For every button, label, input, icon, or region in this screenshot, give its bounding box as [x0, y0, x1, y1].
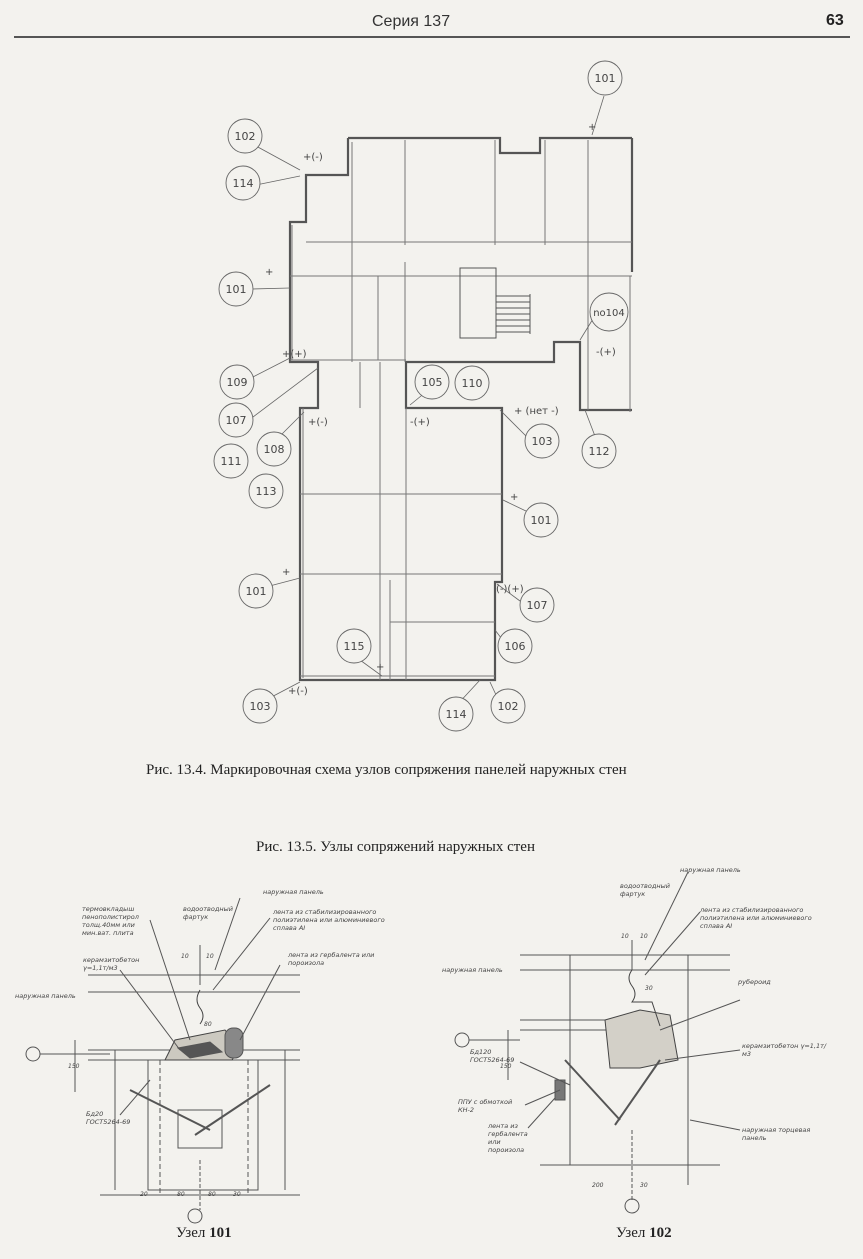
callout-labels: 101 102 114 101 no104 109 107 105 110 10…	[221, 72, 625, 721]
node-label-prefix: Узел	[616, 1225, 650, 1241]
note-tape: лента из стабилизированного полиэтилена …	[700, 906, 812, 930]
callout-107: 107	[226, 414, 247, 427]
sign-mark: +	[265, 267, 273, 278]
note-outer-panel-top: наружная панель	[680, 866, 741, 874]
callout-105: 105	[422, 376, 443, 389]
note-drip: водоотводный фартук	[620, 882, 670, 898]
note-insulation: термовкладыш пенополистирол толщ.40мм ил…	[82, 905, 139, 937]
dim-label: 10	[621, 933, 629, 940]
dim-label: 30	[645, 985, 653, 992]
dim-label: 30	[233, 1191, 241, 1198]
note-bolt: Бд120 ГОСТ5264-69	[470, 1048, 515, 1064]
node-101-dims: 20 80 80 30 150 10 10 80	[68, 953, 241, 1198]
callout-101: 101	[246, 585, 267, 598]
dim-label: 30	[640, 1182, 648, 1189]
node-101-drawing	[25, 897, 300, 1224]
callout-102: 102	[235, 130, 256, 143]
note-bolt: Бд20 ГОСТ5264-69	[86, 1110, 131, 1126]
note-outer-panel-left: наружная панель	[15, 992, 76, 1000]
dim-label: 10	[640, 933, 648, 940]
page-header: Серия 137 63	[0, 8, 863, 38]
callout-112: 112	[589, 445, 610, 458]
callout-circles	[213, 60, 629, 732]
node-label-prefix: Узел	[176, 1225, 210, 1241]
panel-grid	[290, 140, 632, 680]
callout-106: 106	[505, 640, 526, 653]
callout-101: 101	[226, 283, 247, 296]
node-102-label: Узел 102	[616, 1225, 672, 1242]
callout-108: 108	[264, 443, 285, 456]
dim-label: 150	[500, 1063, 512, 1070]
sign-mark: +	[376, 662, 384, 673]
callout-103: 103	[532, 435, 553, 448]
outer-wall-outline	[288, 136, 634, 682]
note-sealant: лента из гербалента или пороизола	[288, 951, 375, 967]
callout-no104: no104	[593, 308, 625, 319]
dim-label: 10	[206, 953, 214, 960]
header-rule	[14, 36, 850, 38]
note-ppu: ППУ с обмоткой КН-2	[458, 1098, 513, 1114]
callout-101: 101	[595, 72, 616, 85]
dim-label: 20	[140, 1191, 148, 1198]
figure-13-5-caption: Рис. 13.5. Узлы сопряжений наружных стен	[256, 839, 535, 855]
series-title: Серия 137	[372, 13, 451, 30]
node-label-number: 101	[209, 1225, 232, 1241]
dim-label: 150	[68, 1063, 80, 1070]
note-claydite: керамзитобетон γ=1,1т/м3	[742, 1042, 827, 1058]
note-tape: лента из стабилизированного полиэтилена …	[273, 908, 385, 932]
dim-label: 10	[181, 953, 189, 960]
sign-marks: + +(-) + +(+) -(+) +(-) -(+) + (нет -) +…	[265, 122, 616, 697]
sign-mark: +	[282, 567, 290, 578]
node-label-number: 102	[649, 1225, 672, 1241]
sign-mark: +(-)	[288, 686, 308, 697]
dim-label: 80	[177, 1191, 185, 1198]
callout-102: 102	[498, 700, 519, 713]
note-claydite: керамзитобетон γ=1,1т/м3	[83, 956, 140, 972]
page-number: 63	[826, 12, 844, 29]
dim-label: 200	[592, 1182, 604, 1189]
stair	[459, 267, 531, 339]
node-101-label: Узел 101	[176, 1225, 232, 1242]
callout-107: 107	[527, 599, 548, 612]
callout-101: 101	[531, 514, 552, 527]
sign-mark: +(+)	[282, 349, 307, 360]
callout-114: 114	[233, 177, 254, 190]
callout-110: 110	[462, 377, 483, 390]
sign-mark: +	[588, 122, 596, 133]
note-drip: водоотводный фартук	[183, 905, 233, 921]
sign-mark: -(+)	[410, 417, 430, 428]
callout-113: 113	[256, 485, 277, 498]
dim-label: 80	[208, 1191, 216, 1198]
sign-mark: + (нет -)	[514, 406, 559, 417]
note-sealant: лента из гербалента или пороизола	[488, 1122, 528, 1154]
sign-mark: +	[510, 492, 518, 503]
sign-mark: -(+)	[596, 347, 616, 358]
sign-mark: +(-)	[308, 417, 328, 428]
callout-114: 114	[446, 708, 467, 721]
note-end-panel: наружная торцевая панель	[742, 1126, 811, 1142]
dim-label: 80	[204, 1021, 212, 1028]
note-outer-panel-top: наружная панель	[263, 888, 324, 896]
callout-115: 115	[344, 640, 365, 653]
callout-103: 103	[250, 700, 271, 713]
figure-13-4-caption: Рис. 13.4. Маркировочная схема узлов соп…	[146, 762, 627, 778]
sign-mark: +(-)	[303, 152, 323, 163]
note-ruberoid: рубероид	[738, 978, 771, 986]
node-102-drawing	[454, 871, 741, 1214]
sign-mark: (-)(+)	[496, 584, 524, 595]
note-outer-panel-left: наружная панель	[442, 966, 503, 974]
callout-111: 111	[221, 455, 242, 468]
callout-109: 109	[227, 376, 248, 389]
node-102-dims: 200 30 10 10 30 150	[500, 933, 653, 1189]
